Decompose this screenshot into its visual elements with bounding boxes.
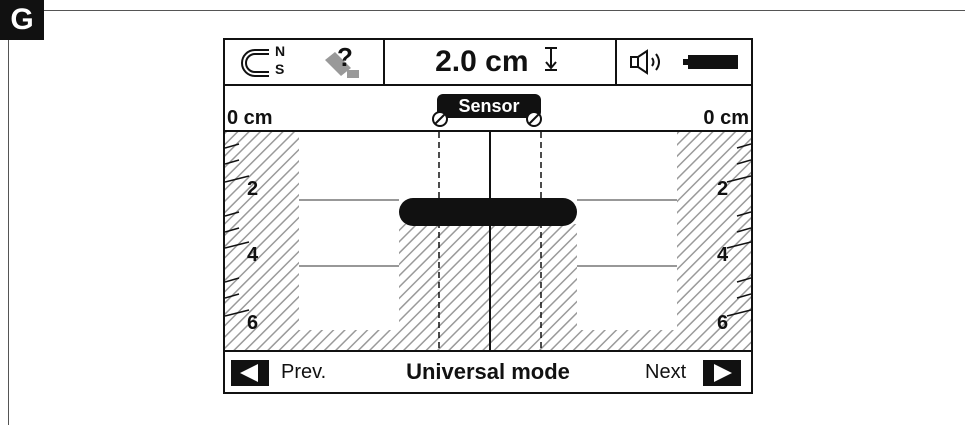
right-hatch-zone: [677, 132, 751, 352]
next-label[interactable]: Next: [645, 361, 687, 383]
next-button[interactable]: [703, 360, 741, 386]
speaker-icon[interactable]: [629, 49, 669, 75]
left-tick-2: 2: [247, 178, 259, 200]
uncertain-object-icon: [321, 48, 365, 80]
sensor-right-screw-icon: [525, 110, 543, 133]
wall-cross-section: [225, 132, 751, 352]
depth-value: 2.0 cm: [435, 45, 529, 78]
arrow-left-icon: [240, 364, 258, 382]
figure-frame: [8, 10, 965, 425]
status-bar: N S ? 2.0 cm: [225, 40, 751, 84]
right-tick-2: 2: [717, 178, 729, 200]
left-tick-6: 6: [247, 312, 259, 334]
left-hatch-zone: [225, 132, 299, 352]
magnet-ns-icon: [239, 46, 289, 80]
right-tick-4: 4: [717, 244, 729, 266]
uncertain-mark: ?: [337, 42, 353, 72]
depth-arrow-icon: [543, 41, 559, 85]
left-tick-4: 4: [247, 244, 259, 266]
status-bar-rule: [225, 84, 751, 86]
bottom-bar-rule: [225, 350, 751, 352]
sensor-left-screw-icon: [431, 110, 449, 133]
left-bottom-hatch: [299, 330, 403, 352]
status-cell-divider: [225, 40, 617, 84]
surface-line: [225, 130, 751, 132]
bottom-bar: Prev. Universal mode Next: [225, 352, 751, 392]
center-hatch-zone: [399, 224, 577, 352]
magnet-south-label: S: [275, 61, 285, 77]
right-tick-6: 6: [717, 312, 729, 334]
magnet-north-label: N: [275, 43, 286, 59]
figure-letter: G: [0, 0, 44, 40]
scale-left-zero: 0 cm: [227, 107, 273, 129]
prev-label[interactable]: Prev.: [281, 361, 327, 383]
status-cell-divider-left: [225, 40, 385, 84]
arrow-right-icon: [714, 364, 732, 382]
detected-object: [399, 198, 577, 226]
prev-button[interactable]: [231, 360, 269, 386]
sensor-tag: Sensor: [437, 94, 541, 118]
battery-icon: [683, 54, 739, 70]
scale-right-zero: 0 cm: [703, 107, 749, 129]
detector-display: N S ? 2.0 cm: [223, 38, 753, 394]
right-bottom-hatch: [573, 330, 677, 352]
depth-readout: 2.0 cm: [385, 40, 615, 84]
